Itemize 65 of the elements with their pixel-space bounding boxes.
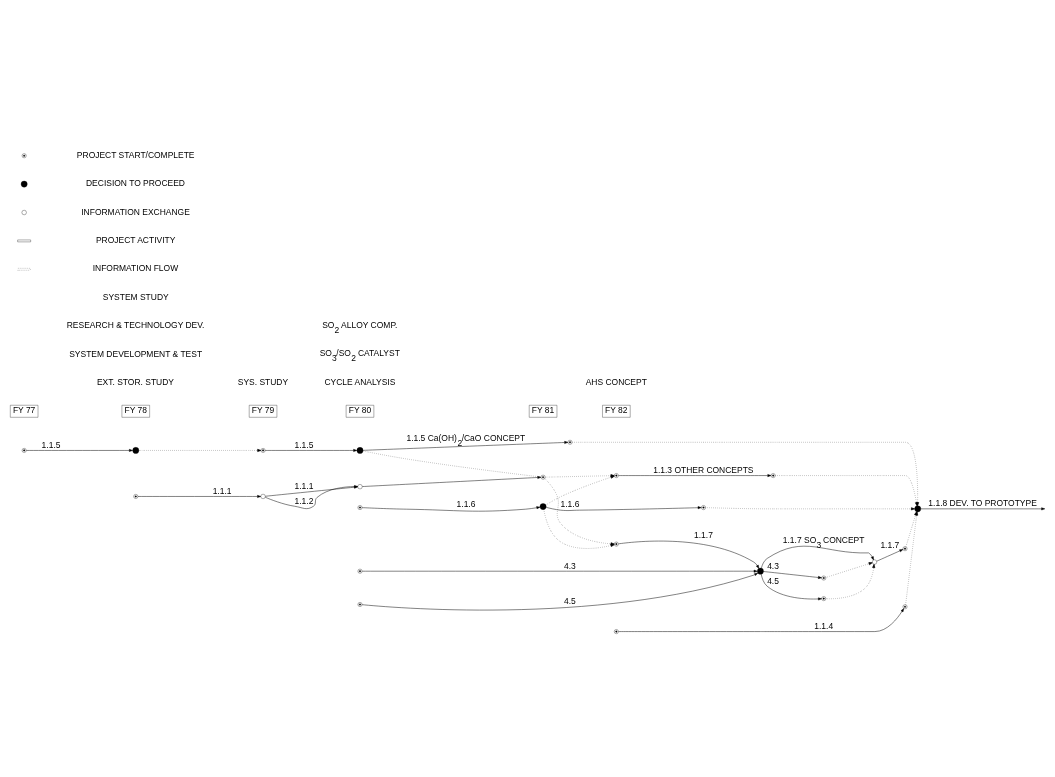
arrow bbox=[825, 561, 873, 578]
label: CYCLE ANALYSIS bbox=[324, 376, 396, 387]
label: EXT. STOR. STUDY bbox=[96, 376, 174, 387]
edge-label: 1.1.2 bbox=[294, 495, 314, 506]
node-circle bbox=[357, 483, 363, 489]
arrow bbox=[137, 494, 261, 498]
arrow bbox=[618, 607, 904, 632]
edge-label: 1.1.6 bbox=[560, 498, 580, 509]
legend-label: RESEARCH & TECHNOLOGY DEV. bbox=[66, 319, 205, 330]
arrow bbox=[362, 440, 569, 451]
arrow bbox=[760, 573, 822, 600]
node-dot bbox=[132, 446, 140, 454]
label: FY 81 bbox=[531, 404, 555, 415]
legend-label: PROJECT START/COMPLETE bbox=[76, 149, 195, 160]
node-dot bbox=[356, 446, 364, 454]
arrow bbox=[138, 448, 262, 452]
arrow bbox=[361, 569, 758, 573]
edge-label: 1.1.1 bbox=[212, 485, 232, 496]
node-dot bbox=[914, 505, 922, 512]
edge-label: 1.1.6 bbox=[456, 498, 476, 509]
arrow bbox=[761, 545, 874, 568]
edge-label: 1.1.8 DEV. TO PROTOTYPE bbox=[928, 497, 1037, 508]
connector bbox=[362, 450, 542, 477]
arrow bbox=[361, 572, 759, 610]
arrow bbox=[618, 473, 772, 477]
label: FY 77 bbox=[12, 404, 36, 415]
edge-label: 4.3 bbox=[767, 560, 779, 571]
arrow bbox=[763, 570, 822, 579]
legend-label: SYSTEM DEVELOPMENT & TEST bbox=[69, 348, 203, 359]
node-circle bbox=[872, 559, 877, 564]
node-dot bbox=[757, 567, 764, 574]
label: FY 79 bbox=[251, 404, 275, 415]
edge-label: 1.1.5 bbox=[41, 439, 61, 450]
label: FY 80 bbox=[348, 404, 372, 415]
edge-label: 1.1.1 bbox=[294, 480, 314, 491]
edge-label: 1.1.7 bbox=[694, 529, 713, 540]
legend-label: PROJECT ACTIVITY bbox=[95, 234, 176, 245]
arrow bbox=[876, 548, 904, 561]
label: FY 78 bbox=[124, 404, 147, 415]
edge-label: 4.5 bbox=[563, 595, 576, 606]
legend-label: INFORMATION FLOW bbox=[92, 262, 179, 273]
label: SYS. STUDY bbox=[237, 376, 289, 387]
edge-label: 1.1.7 bbox=[880, 539, 900, 550]
arrow bbox=[618, 540, 760, 569]
node-dot bbox=[539, 502, 547, 510]
legend-label: DECISION TO PROCEED bbox=[86, 177, 185, 188]
arrow bbox=[544, 477, 615, 545]
label: FY 82 bbox=[605, 404, 628, 415]
arrow bbox=[545, 505, 702, 511]
arrow bbox=[361, 505, 541, 511]
arrow bbox=[26, 448, 133, 452]
arrow bbox=[543, 508, 615, 549]
edge-label: 4.5 bbox=[767, 575, 779, 586]
edge-label: 1.1.4 bbox=[814, 620, 834, 631]
arrow bbox=[920, 506, 1046, 510]
edge-label: 1.1.3 OTHER CONCEPTS bbox=[653, 464, 754, 475]
arrow bbox=[362, 475, 542, 487]
edge-label: 4.3 bbox=[563, 560, 576, 571]
edge-label: 1.1.5 bbox=[294, 439, 314, 450]
legend-label: INFORMATION EXCHANGE bbox=[81, 206, 190, 217]
arrow bbox=[264, 448, 358, 452]
node-circle bbox=[260, 493, 266, 499]
legend-label: SYSTEM STUDY bbox=[102, 291, 169, 302]
label: AHS CONCEPT bbox=[585, 376, 647, 387]
arrow bbox=[825, 563, 876, 599]
